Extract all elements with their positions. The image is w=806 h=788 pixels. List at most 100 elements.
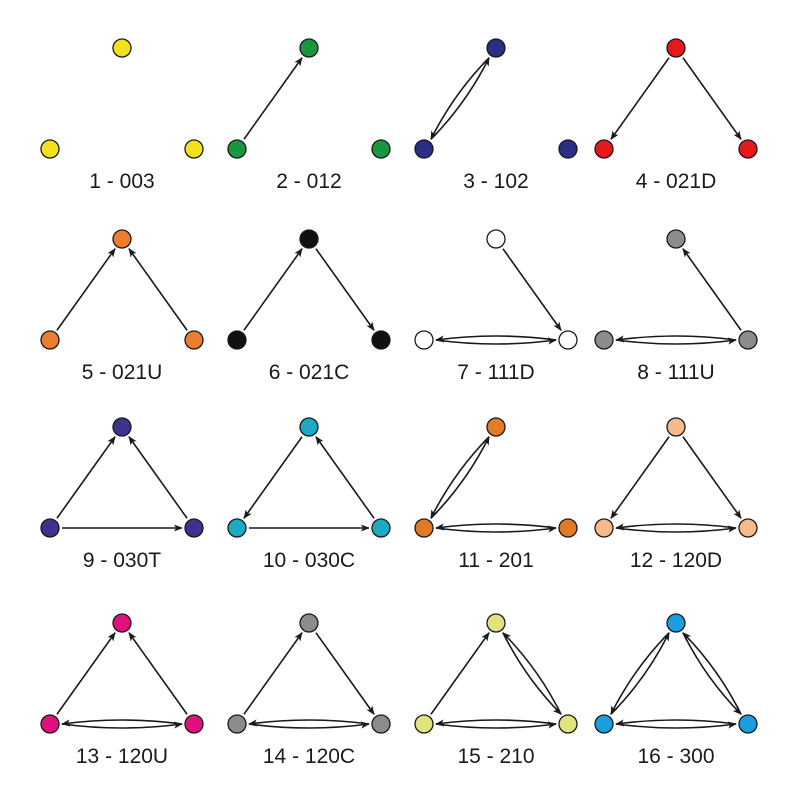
directed-edge-arrow [435,337,557,345]
triad-panel: 4 - 021D [594,38,758,193]
triad-panel: 3 - 102 [414,38,578,193]
triad-node [40,714,60,734]
triad-node [414,518,434,538]
directed-edge-arrow [682,632,742,715]
triad-label: 12 - 120D [630,549,722,572]
triad-label: 4 - 021D [636,170,717,193]
triad-panel: 5 - 021U [40,229,204,384]
triad-node [414,714,434,734]
triad-panel: 16 - 300 [594,613,758,768]
directed-edge-arrow [430,57,490,141]
triad-node [666,38,686,58]
directed-edge-arrow [315,632,375,715]
triad-node [594,518,614,538]
triad-label: 11 - 201 [458,549,534,572]
directed-edge-arrow [615,525,737,533]
triad-node [666,229,686,249]
triad-label: 9 - 030T [83,549,161,572]
directed-edge-arrow [430,435,490,519]
triad-panel: 1 - 003 [40,38,204,193]
directed-edge-arrow [430,436,490,520]
directed-edge-arrow [435,721,557,729]
triad-node [738,330,758,350]
directed-edge-arrow [615,523,737,531]
triad-label: 16 - 300 [637,745,714,768]
directed-edge-arrow [128,632,188,715]
triad-label: 14 - 120C [263,745,355,768]
triad-node [112,613,132,633]
triad-node [738,518,758,538]
directed-edge-arrow [610,632,670,716]
triad-node [227,714,247,734]
triad-panel: 14 - 120C [227,613,391,768]
triad-node [299,38,319,58]
triad-label: 2 - 012 [276,170,341,193]
triad-node [486,613,506,633]
directed-edge-arrow [682,436,742,519]
triad-node [299,417,319,437]
triad-node [371,330,391,350]
triad-label: 6 - 021C [269,361,350,384]
triad-node [112,229,132,249]
directed-edge-arrow [502,248,562,331]
triad-node [486,417,506,437]
directed-edge-arrow [615,719,737,727]
directed-edge-arrow [61,719,183,727]
triad-node [594,139,614,159]
triad-label: 15 - 210 [457,745,534,768]
directed-edge-arrow [682,248,742,331]
directed-edge-arrow [610,631,670,715]
directed-edge-arrow [61,721,183,729]
triad-node [558,139,578,159]
triad-node [40,518,60,538]
triad-panel: 10 - 030C [227,417,391,572]
triad-label: 8 - 111U [637,361,714,384]
directed-edge-arrow [682,632,742,715]
triad-node [486,229,506,249]
directed-edge-arrow [243,436,303,519]
triad-node [184,714,204,734]
triad-node [558,714,578,734]
triad-panel: 9 - 030T [40,417,204,572]
directed-edge-arrow [315,248,375,331]
triad-panel: 6 - 021C [227,229,391,384]
triad-node [371,714,391,734]
directed-edge-arrow [502,632,562,715]
triad-node [299,229,319,249]
directed-edge-arrow [315,436,375,519]
triad-panel: 11 - 201 [414,417,578,572]
triad-node [486,38,506,58]
triad-node [558,330,578,350]
directed-edge-arrow [435,523,557,531]
triad-node [227,330,247,350]
directed-edge-arrow [682,57,742,140]
triad-node [414,139,434,159]
triad-panel: 7 - 111D [414,229,578,384]
triad-label: 3 - 102 [463,170,528,193]
triad-node [594,330,614,350]
directed-edge-arrow [248,721,370,729]
directed-edge-arrow [248,719,370,727]
triad-label: 13 - 120U [76,745,168,768]
triad-label: 10 - 030C [263,549,355,572]
triad-node [738,139,758,159]
triad-node [371,518,391,538]
triad-panel: 2 - 012 [227,38,391,193]
triad-node [184,139,204,159]
directed-edge-arrow [128,436,188,519]
triad-node [227,518,247,538]
directed-edge-arrow [610,57,670,140]
directed-edge-arrow [430,56,490,140]
directed-edge-arrow [615,335,737,343]
triad-panel: 8 - 111U [594,229,758,384]
directed-edge-arrow [435,719,557,727]
triad-node [184,518,204,538]
directed-edge-arrow [435,525,557,533]
triad-label: 5 - 021U [82,361,163,384]
directed-edge-arrow [128,248,188,331]
triad-panel: 13 - 120U [40,613,204,768]
triad-node [112,417,132,437]
directed-edge-arrow [56,248,116,331]
triad-node [666,613,686,633]
